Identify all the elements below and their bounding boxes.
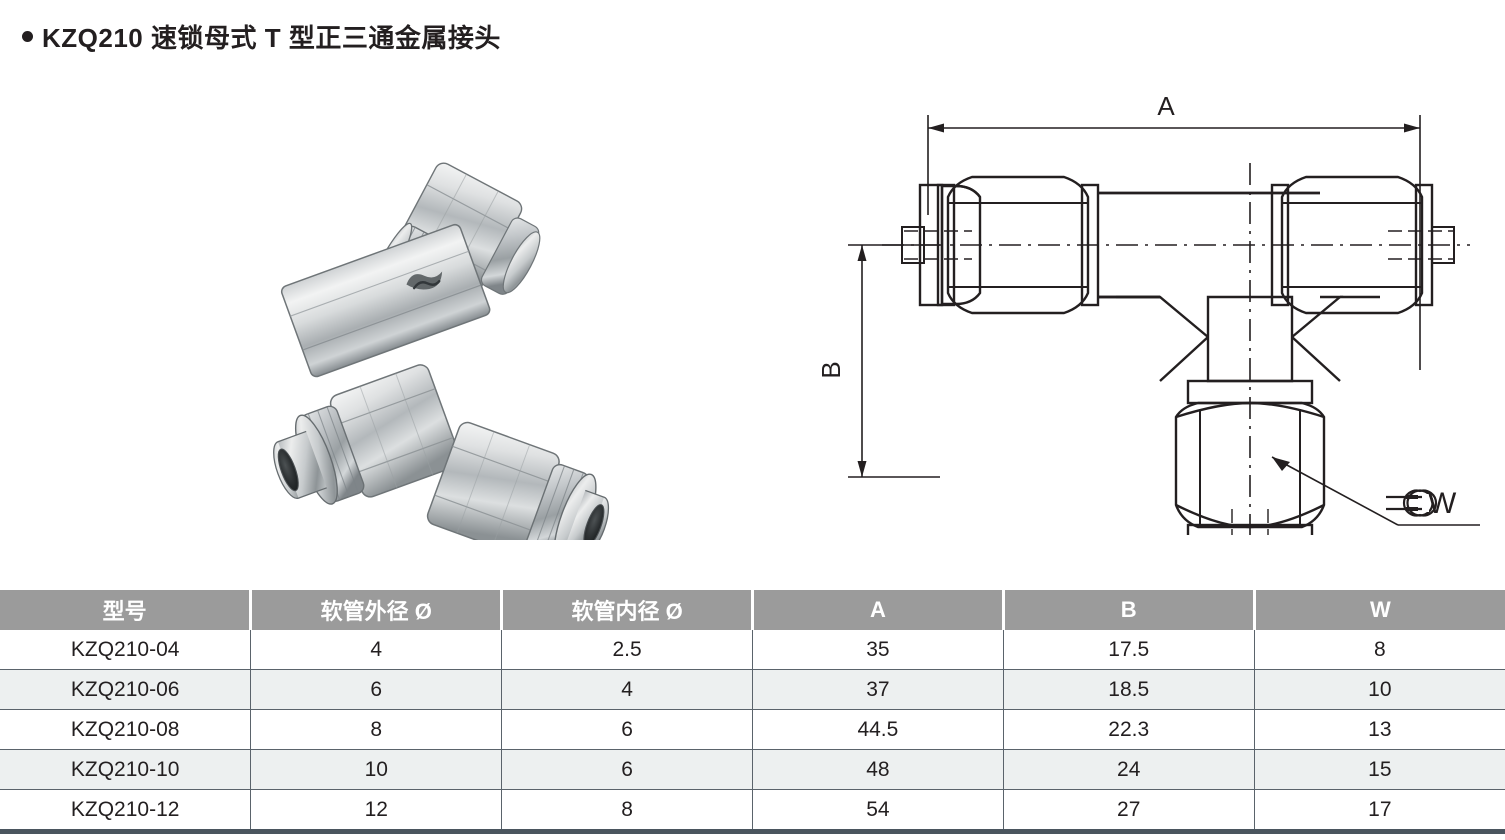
- product-photo-image: [273, 162, 610, 540]
- cell-a: 48: [752, 749, 1004, 790]
- cell-b: 22.3: [1003, 709, 1255, 750]
- page-title: KZQ210 速锁母式 T 型正三通金属接头: [22, 18, 501, 55]
- column-header-a: A: [752, 590, 1005, 630]
- column-header-b: B: [1003, 590, 1256, 630]
- dimension-a-label: A: [1157, 91, 1175, 121]
- cell-hose-id: 6: [501, 749, 753, 790]
- cell-hose-id: 6: [501, 709, 753, 750]
- cell-model: KZQ210-08: [0, 709, 252, 750]
- cell-a: 54: [752, 789, 1004, 834]
- table-row: KZQ210-08 8 6 44.5 22.3 13: [0, 709, 1505, 750]
- table-body: KZQ210-04 4 2.5 35 17.5 8 KZQ210-06 6 4 …: [0, 630, 1505, 834]
- cell-hose-od: 12: [250, 789, 503, 834]
- cell-model: KZQ210-10: [0, 749, 252, 790]
- cell-w: 10: [1254, 669, 1505, 710]
- cell-w: 13: [1254, 709, 1505, 750]
- cell-model: KZQ210-06: [0, 669, 252, 710]
- cell-hose-id: 8: [501, 789, 753, 834]
- cell-hose-od: 6: [250, 669, 503, 710]
- cell-a: 44.5: [752, 709, 1004, 750]
- cell-b: 27: [1003, 789, 1255, 834]
- cell-w: 15: [1254, 749, 1505, 790]
- specification-table: 型号 软管外径 Ø 软管内径 Ø A B W KZQ210-04 4 2.5 3…: [0, 590, 1505, 834]
- technical-drawing-svg: A B W: [820, 91, 1480, 535]
- cell-w: 17: [1254, 789, 1505, 834]
- dimension-b-label: B: [820, 361, 846, 378]
- page-title-text: KZQ210 速锁母式 T 型正三通金属接头: [42, 23, 501, 53]
- technical-drawing: A B W: [820, 85, 1480, 535]
- table-row: KZQ210-04 4 2.5 35 17.5 8: [0, 630, 1505, 670]
- column-header-model: 型号: [0, 590, 253, 630]
- cell-a: 35: [752, 630, 1004, 670]
- cell-b: 18.5: [1003, 669, 1255, 710]
- cell-w: 8: [1254, 630, 1505, 670]
- cell-hose-od: 4: [250, 630, 503, 670]
- column-header-hose-od: 软管外径 Ø: [250, 590, 504, 630]
- cell-model: KZQ210-04: [0, 630, 252, 670]
- cell-b: 17.5: [1003, 630, 1255, 670]
- cell-b: 24: [1003, 749, 1255, 790]
- cell-hose-id: 4: [501, 669, 753, 710]
- column-header-w: W: [1254, 590, 1505, 630]
- cell-hose-od: 8: [250, 709, 503, 750]
- cell-hose-od: 10: [250, 749, 503, 790]
- bullet-icon: [22, 31, 33, 42]
- table-row: KZQ210-06 6 4 37 18.5 10: [0, 669, 1505, 710]
- wrench-icon: [1386, 489, 1438, 517]
- product-photo: [110, 120, 630, 540]
- cell-a: 37: [752, 669, 1004, 710]
- table-row: KZQ210-10 10 6 48 24 15: [0, 749, 1505, 790]
- cell-model: KZQ210-12: [0, 789, 252, 834]
- cell-hose-id: 2.5: [501, 630, 753, 670]
- wrench-size-label: W: [1428, 487, 1457, 520]
- table-header-row: 型号 软管外径 Ø 软管内径 Ø A B W: [0, 590, 1505, 630]
- table-row: KZQ210-12 12 8 54 27 17: [0, 789, 1505, 834]
- column-header-hose-id: 软管内径 Ø: [501, 590, 754, 630]
